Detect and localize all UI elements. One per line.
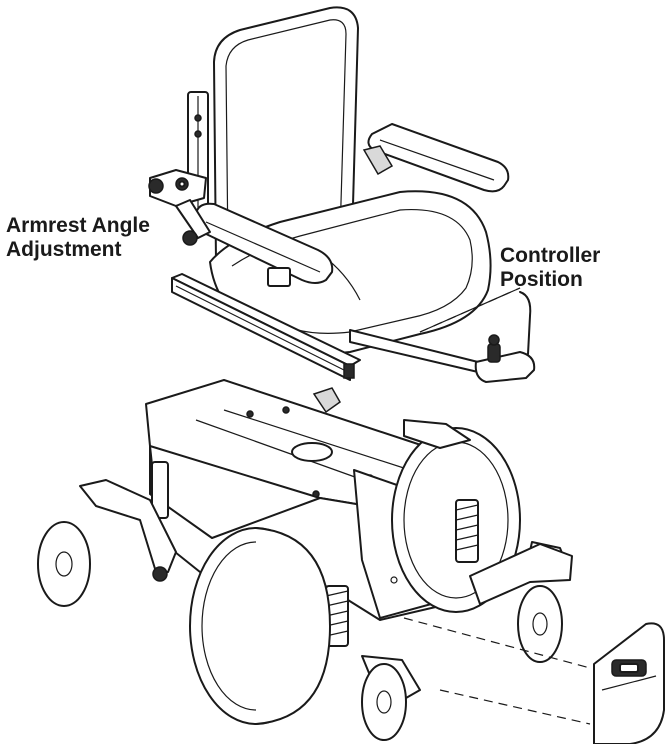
armrest-angle-adjustment-label: Armrest Angle Adjustment	[6, 214, 150, 262]
front-caster-left	[361, 655, 421, 741]
seat-assembly	[148, 6, 536, 383]
right-armrest	[362, 123, 510, 193]
controller-position-label: Controller Position	[500, 244, 600, 292]
callout-dashes	[403, 617, 591, 725]
seat-rail	[171, 273, 361, 381]
armrest-angle-adjuster	[148, 169, 211, 246]
front-shroud-panel	[593, 622, 665, 744]
rear-caster-left	[37, 479, 177, 607]
left-armrest	[194, 202, 334, 287]
front-caster-right	[469, 543, 573, 663]
controller-label-line2: Position	[500, 268, 583, 291]
controller	[474, 291, 536, 383]
suspension-spring-left	[151, 461, 169, 519]
suspension-spring-right	[455, 499, 479, 563]
suspension-spring-center	[325, 585, 349, 647]
drive-wheel-left	[189, 527, 331, 725]
armrest-label-line1: Armrest Angle	[6, 214, 150, 237]
armrest-label-line2: Adjustment	[6, 238, 122, 261]
controller-label-line1: Controller	[500, 244, 601, 267]
